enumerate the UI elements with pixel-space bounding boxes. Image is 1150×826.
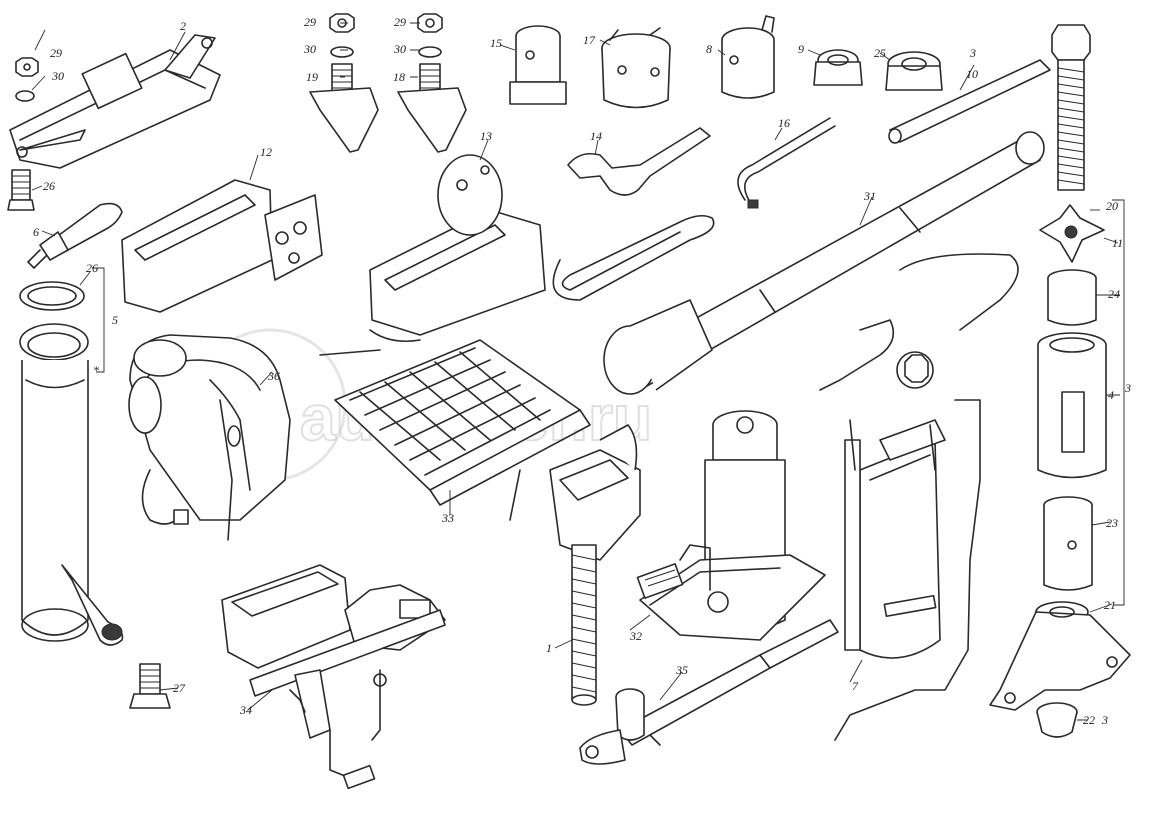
callout-3-bottom: 3 [1101,713,1108,727]
part-19-support [309,63,379,153]
callout-18: 18 [393,70,405,84]
callout-30-center-b: 30 [393,42,406,56]
part-33-heater-mat [319,329,591,521]
callout-29-left: 29 [50,46,62,60]
part-10-rod [888,59,1051,144]
part-20-screw [1051,24,1091,191]
callout-3-side: 3 [1124,381,1131,395]
part-5-pipe [19,323,124,646]
callout-6: 6 [33,225,39,239]
callout-11: 11 [1112,236,1123,250]
callout-30-center-a: 30 [303,42,316,56]
callout-34: 34 [239,703,252,717]
callout-21: 21 [1104,598,1116,612]
part-35-pump [579,619,839,765]
callout-26-bolt: 26 [43,179,55,193]
part-30-washer-center-a [330,46,354,58]
callout-3-top: 3 [969,46,976,60]
callout-9: 9 [798,42,804,56]
callout-10: 10 [966,67,978,81]
part-27-bolt [129,663,171,709]
callout-7: 7 [852,679,859,693]
part-24-sleeve [1047,269,1097,326]
callout-35: 35 [675,663,688,677]
part-15-socket [509,25,567,105]
part-4-tube [1037,332,1107,479]
callout-25: 25 [874,46,886,60]
part-17-ring-wrench [601,27,671,109]
callout-33: 33 [441,511,454,525]
callout-17: 17 [583,33,596,47]
part-34-lever-press [221,564,446,790]
callout-23: 23 [1106,516,1118,530]
part-21-base [989,601,1131,711]
part-1-jack-screw [549,424,641,706]
callout-8: 8 [706,42,712,56]
callout-29-center-b: 29 [394,15,406,29]
part-9-nut [813,49,863,86]
callout-14: 14 [590,129,602,143]
part-30-washer-left [15,90,35,102]
part-30-washer-center-b [418,46,442,58]
bracket-5 [92,267,105,373]
leader-lines [31,22,1120,721]
callout-1: 1 [546,641,552,655]
part-16-l-key [737,117,836,209]
callout-19: 19 [306,70,318,84]
part-22-nut [1036,702,1078,738]
callout-5: 5 [112,313,118,327]
callout-4: 4 [1108,388,1114,402]
callout-labels: 1 2 3 3 3 4 5 6 7 8 9 10 11 12 13 14 15 … [33,15,1131,727]
callout-15: 15 [490,36,502,50]
callout-12: 12 [260,145,272,159]
callout-36: 36 [267,369,280,383]
callout-2: 2 [180,19,186,33]
bracket-3 [1112,199,1125,606]
part-28-bolt [7,169,35,211]
part-31-hose-handle [552,131,1045,395]
part-13-bracket [369,154,546,336]
part-29-nut-left [15,57,39,77]
part-18-support [397,63,467,153]
part-11-cross-nut [1039,204,1105,263]
callout-22: 22 [1083,713,1095,727]
part-2-tray [9,34,221,169]
callout-24: 24 [1108,287,1120,301]
callout-29-center-a: 29 [304,15,316,29]
callout-31: 31 [863,189,876,203]
part-36-headset [128,334,291,541]
part-23-piston [1043,496,1093,591]
callout-32: 32 [629,629,642,643]
callout-30-left: 30 [51,69,64,83]
part-12-bracket [121,179,323,313]
callout-26-ring: 26 [86,261,98,275]
callout-star: * [93,363,99,377]
callout-16: 16 [778,116,790,130]
callout-13: 13 [480,129,492,143]
part-14-open-wrench [567,127,711,196]
part-25-nut [885,51,943,91]
part-7-pump-cylinder [819,319,981,741]
part-6-pin [27,202,123,269]
part-32-hydraulic-jack [636,410,826,641]
callout-20: 20 [1106,199,1118,213]
part-8-wrench [721,15,775,99]
part-29-nut-center-b [417,13,443,33]
callout-27: 27 [173,681,186,695]
